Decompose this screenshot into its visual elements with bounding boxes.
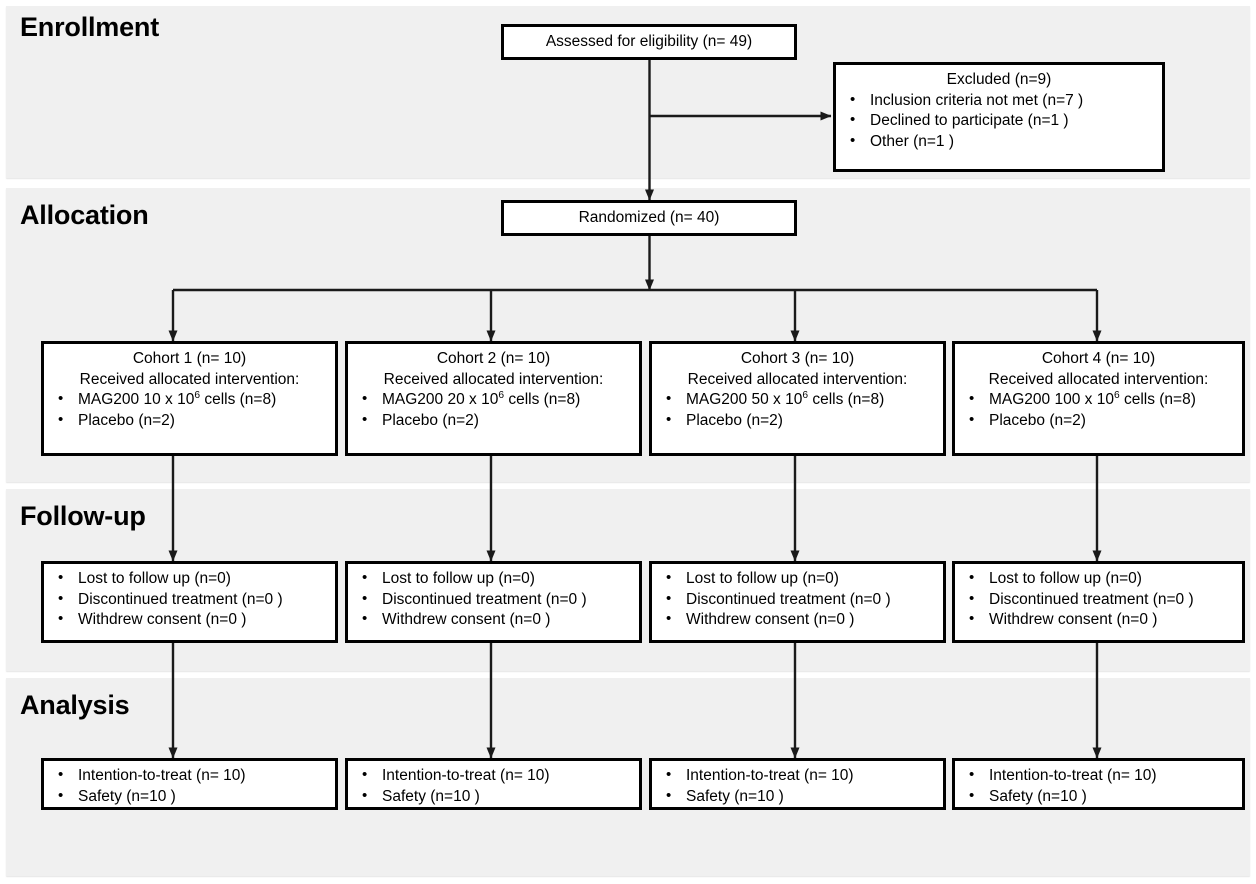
cohort-allocation-list: MAG200 10 x 106 cells (n=8) Placebo (n=2…	[52, 389, 327, 432]
list-item: Lost to follow up (n=0)	[52, 568, 327, 590]
dose-suffix: cells (n=8)	[200, 391, 277, 409]
followup-list: Lost to follow up (n=0) Discontinued tre…	[356, 568, 631, 631]
list-item: Placebo (n=2)	[660, 410, 935, 432]
followup-list: Lost to follow up (n=0) Discontinued tre…	[963, 568, 1234, 631]
list-item: MAG200 10 x 106 cells (n=8)	[52, 389, 327, 411]
box-cohort-2: Cohort 2 (n= 10) Received allocated inte…	[345, 341, 642, 456]
cohort-subtitle: Received allocated intervention:	[988, 370, 1209, 388]
dose-prefix: MAG200 100 x 10	[989, 391, 1114, 409]
list-item: Withdrew consent (n=0 )	[660, 609, 935, 631]
list-item: Safety (n=10 )	[52, 786, 327, 808]
list-item: Lost to follow up (n=0)	[963, 568, 1234, 590]
cohort-title: Cohort 1 (n= 10)	[132, 350, 247, 367]
list-item: Lost to follow up (n=0)	[356, 568, 631, 590]
list-item: Discontinued treatment (n=0 )	[660, 589, 935, 611]
analysis-list: Intention-to-treat (n= 10) Safety (n=10 …	[356, 765, 631, 808]
randomized-text: Randomized (n= 40)	[578, 209, 720, 226]
dose-suffix: cells (n=8)	[1119, 391, 1196, 409]
list-item: Placebo (n=2)	[963, 410, 1234, 432]
dose-exponent: 6	[194, 390, 201, 402]
list-item: Intention-to-treat (n= 10)	[356, 765, 631, 787]
list-item: Lost to follow up (n=0)	[660, 568, 935, 590]
dose-prefix: MAG200 10 x 10	[78, 391, 195, 409]
list-item: Placebo (n=2)	[52, 410, 327, 432]
box-followup-1: Lost to follow up (n=0) Discontinued tre…	[41, 561, 338, 643]
list-item: MAG200 20 x 106 cells (n=8)	[356, 389, 631, 411]
cohort-title: Cohort 3 (n= 10)	[740, 350, 855, 367]
cohort-subtitle: Received allocated intervention:	[687, 370, 908, 388]
box-cohort-4: Cohort 4 (n= 10) Received allocated inte…	[952, 341, 1245, 456]
box-followup-4: Lost to follow up (n=0) Discontinued tre…	[952, 561, 1245, 643]
dose-prefix: MAG200 50 x 10	[686, 391, 803, 409]
list-item: Withdrew consent (n=0 )	[52, 609, 327, 631]
cohort-subtitle: Received allocated intervention:	[79, 370, 300, 388]
list-item: Intention-to-treat (n= 10)	[660, 765, 935, 787]
cohort-allocation-list: MAG200 100 x 106 cells (n=8) Placebo (n=…	[963, 389, 1234, 432]
list-item: Withdrew consent (n=0 )	[356, 609, 631, 631]
dose-suffix: cells (n=8)	[808, 391, 885, 409]
cohort-title: Cohort 2 (n= 10)	[436, 350, 551, 367]
followup-list: Lost to follow up (n=0) Discontinued tre…	[52, 568, 327, 631]
box-excluded: Excluded (n=9) Inclusion criteria not me…	[833, 62, 1165, 172]
box-cohort-1: Cohort 1 (n= 10) Received allocated inte…	[41, 341, 338, 456]
box-analysis-3: Intention-to-treat (n= 10) Safety (n=10 …	[649, 758, 946, 810]
box-analysis-4: Intention-to-treat (n= 10) Safety (n=10 …	[952, 758, 1245, 810]
analysis-list: Intention-to-treat (n= 10) Safety (n=10 …	[52, 765, 327, 808]
box-analysis-1: Intention-to-treat (n= 10) Safety (n=10 …	[41, 758, 338, 810]
list-item: Placebo (n=2)	[356, 410, 631, 432]
dose-prefix: MAG200 20 x 10	[382, 391, 499, 409]
box-followup-2: Lost to follow up (n=0) Discontinued tre…	[345, 561, 642, 643]
cohort-allocation-list: MAG200 20 x 106 cells (n=8) Placebo (n=2…	[356, 389, 631, 432]
stage-label-followup: Follow-up	[20, 501, 146, 531]
dose-exponent: 6	[802, 390, 809, 402]
list-item: Intention-to-treat (n= 10)	[52, 765, 327, 787]
cohort-allocation-list: MAG200 50 x 106 cells (n=8) Placebo (n=2…	[660, 389, 935, 432]
assessed-text: Assessed for eligibility (n= 49)	[545, 33, 753, 50]
excluded-header: Excluded (n=9)	[946, 71, 1052, 88]
list-item: Safety (n=10 )	[356, 786, 631, 808]
box-followup-3: Lost to follow up (n=0) Discontinued tre…	[649, 561, 946, 643]
stage-label-allocation: Allocation	[20, 200, 149, 230]
analysis-list: Intention-to-treat (n= 10) Safety (n=10 …	[963, 765, 1234, 808]
list-item: Inclusion criteria not met (n=7 )	[844, 90, 1154, 112]
list-item: Safety (n=10 )	[963, 786, 1234, 808]
box-analysis-2: Intention-to-treat (n= 10) Safety (n=10 …	[345, 758, 642, 810]
list-item: Discontinued treatment (n=0 )	[963, 589, 1234, 611]
box-cohort-3: Cohort 3 (n= 10) Received allocated inte…	[649, 341, 946, 456]
list-item: Discontinued treatment (n=0 )	[52, 589, 327, 611]
list-item: Intention-to-treat (n= 10)	[963, 765, 1234, 787]
list-item: MAG200 100 x 106 cells (n=8)	[963, 389, 1234, 411]
box-assessed-for-eligibility: Assessed for eligibility (n= 49)	[501, 24, 797, 60]
excluded-reason-list: Inclusion criteria not met (n=7 ) Declin…	[844, 90, 1154, 153]
box-randomized: Randomized (n= 40)	[501, 200, 797, 236]
dose-exponent: 6	[498, 390, 505, 402]
cohort-title: Cohort 4 (n= 10)	[1041, 350, 1156, 367]
list-item: Safety (n=10 )	[660, 786, 935, 808]
dose-exponent: 6	[1113, 390, 1120, 402]
list-item: Declined to participate (n=1 )	[844, 110, 1154, 132]
list-item: Discontinued treatment (n=0 )	[356, 589, 631, 611]
stage-label-analysis: Analysis	[20, 690, 130, 720]
stage-label-enrollment: Enrollment	[20, 12, 160, 42]
followup-list: Lost to follow up (n=0) Discontinued tre…	[660, 568, 935, 631]
list-item: MAG200 50 x 106 cells (n=8)	[660, 389, 935, 411]
cohort-subtitle: Received allocated intervention:	[383, 370, 604, 388]
analysis-list: Intention-to-treat (n= 10) Safety (n=10 …	[660, 765, 935, 808]
list-item: Withdrew consent (n=0 )	[963, 609, 1234, 631]
list-item: Other (n=1 )	[844, 131, 1154, 153]
dose-suffix: cells (n=8)	[504, 391, 581, 409]
